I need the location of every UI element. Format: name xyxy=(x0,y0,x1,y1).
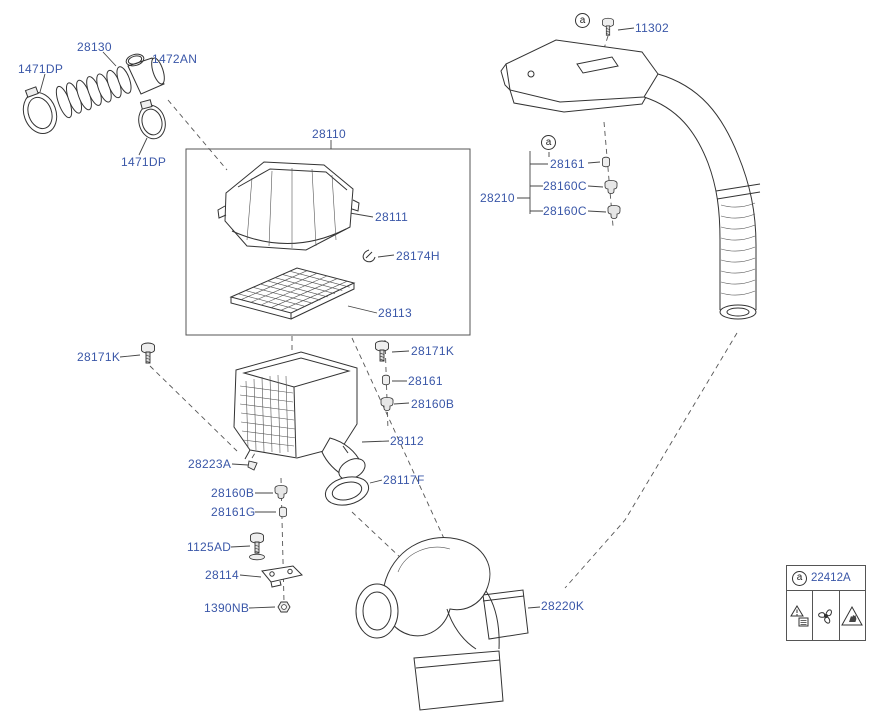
legend-marker-a: a xyxy=(792,570,807,586)
leader-lines xyxy=(39,27,635,609)
grommet-28160b-right-drawing xyxy=(380,396,394,411)
hand-pinch-caution-icon xyxy=(840,591,865,640)
part-label-28161g[interactable]: 28161G xyxy=(211,505,256,519)
part-label-28113[interactable]: 28113 xyxy=(378,306,412,320)
stud-28161-drawing xyxy=(382,374,390,386)
part-label-1390nb[interactable]: 1390NB xyxy=(204,601,250,615)
part-label-28210[interactable]: 28210 xyxy=(480,191,515,205)
air-intake-hose-drawing xyxy=(22,53,166,140)
callout-marker-a-1: a xyxy=(575,13,590,28)
bolt-11302-drawing xyxy=(602,17,614,36)
part-label-1125ad[interactable]: 1125AD xyxy=(187,540,232,554)
part-label-28160b-a[interactable]: 28160B xyxy=(411,397,455,411)
part-label-28171k-right[interactable]: 28171K xyxy=(411,344,455,358)
part-label-11302[interactable]: 11302 xyxy=(635,21,669,35)
bolt-1125ad-drawing xyxy=(250,532,264,554)
cover-clip-drawing xyxy=(362,249,376,263)
clip-28223a-drawing xyxy=(247,460,258,471)
stud-28161-duct-drawing xyxy=(602,156,610,168)
part-label-28160b-b[interactable]: 28160B xyxy=(211,486,255,500)
legend-icon-row xyxy=(787,591,865,640)
air-cleaner-group-box xyxy=(185,148,471,336)
nut-1390nb-drawing xyxy=(277,601,291,613)
legend-box: a 22412A xyxy=(786,565,866,641)
resonator-assembly-drawing xyxy=(355,537,529,711)
part-label-1471dp-1[interactable]: 1471DP xyxy=(18,62,64,76)
part-label-28160c-1[interactable]: 28160C xyxy=(543,179,587,193)
part-label-1472an[interactable]: 1472AN xyxy=(152,52,198,66)
callout-marker-a-2: a xyxy=(541,135,556,150)
grommet-28160b-lower-drawing xyxy=(274,484,288,499)
part-label-28161-b[interactable]: 28161 xyxy=(550,157,585,171)
air-duct-seal-ring-drawing xyxy=(324,476,370,506)
air-filter-element-drawing xyxy=(229,267,356,320)
part-label-28223a[interactable]: 28223A xyxy=(188,457,232,471)
bolt-28171k-right-drawing xyxy=(375,340,389,362)
legend-header: a 22412A xyxy=(787,566,865,591)
part-label-1471dp-2[interactable]: 1471DP xyxy=(121,155,167,169)
part-label-28111[interactable]: 28111 xyxy=(375,210,409,224)
air-duct-assembly-drawing xyxy=(500,39,761,320)
grommet-28160c-lower-drawing xyxy=(607,204,621,219)
part-label-28174h[interactable]: 28174H xyxy=(396,249,440,263)
part-label-28117f[interactable]: 28117F xyxy=(383,473,425,487)
part-label-28220k[interactable]: 28220K xyxy=(541,599,585,613)
part-label-28171k-left[interactable]: 28171K xyxy=(77,350,121,364)
part-label-28130[interactable]: 28130 xyxy=(77,40,112,54)
washer-1125ad-drawing xyxy=(249,553,265,561)
part-label-28112[interactable]: 28112 xyxy=(390,434,424,448)
bracket-28114-drawing xyxy=(261,565,303,588)
part-label-28114[interactable]: 28114 xyxy=(205,568,239,582)
bolt-28171k-left-drawing xyxy=(141,342,155,364)
caution-warning-icon xyxy=(787,591,814,640)
part-label-28161-a[interactable]: 28161 xyxy=(408,374,443,388)
air-cleaner-cover-drawing xyxy=(217,161,360,251)
air-cleaner-body-drawing xyxy=(233,351,366,480)
legend-part-number[interactable]: 22412A xyxy=(811,572,851,584)
part-label-28160c-2[interactable]: 28160C xyxy=(543,204,587,218)
fan-caution-icon xyxy=(813,591,840,640)
part-label-28110[interactable]: 28110 xyxy=(312,127,346,141)
grommet-28160c-upper-drawing xyxy=(604,179,618,194)
stud-28161g-drawing xyxy=(279,506,287,518)
